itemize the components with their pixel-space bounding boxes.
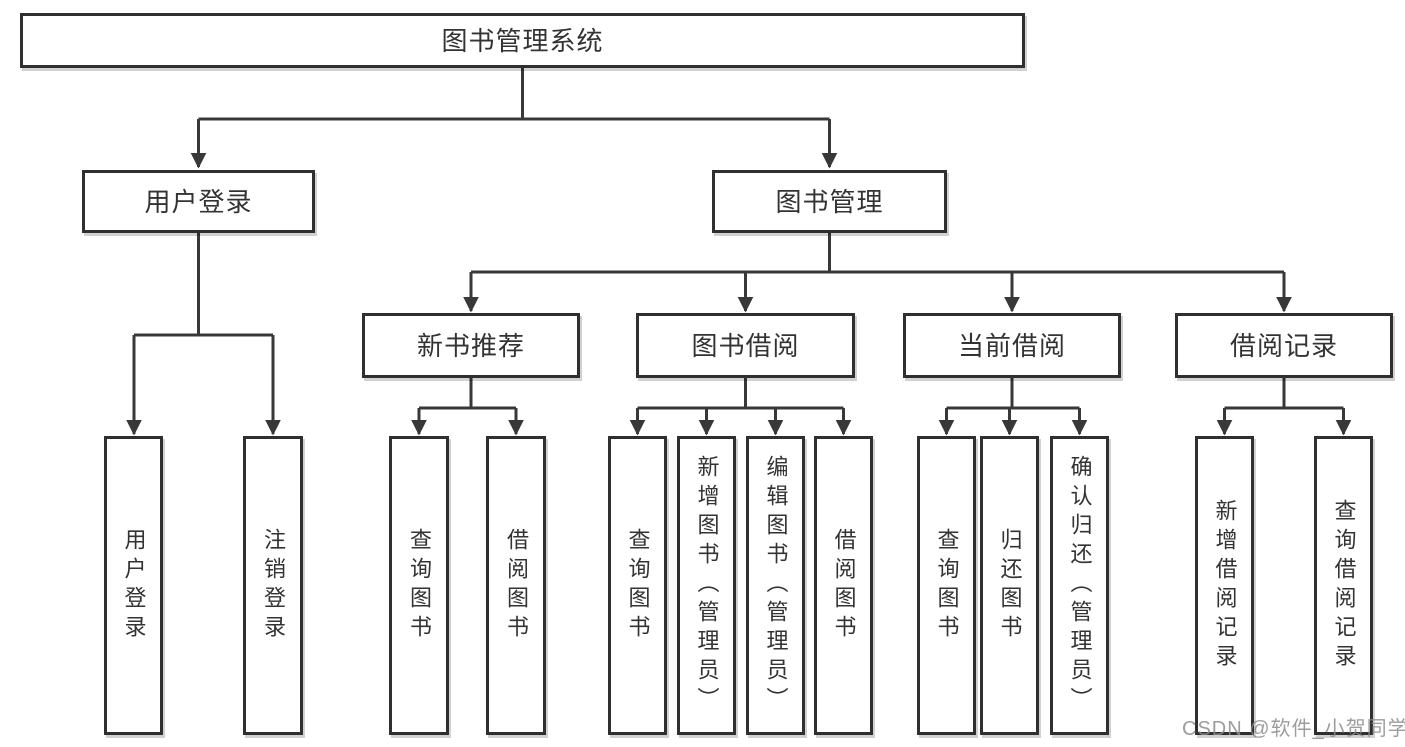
leaf-query-borrow-record-label: 查询借阅记录 (1331, 498, 1357, 673)
leaf-edit-book-admin: 编辑图书（管理员） (746, 436, 805, 735)
leaf-logout: 注销登录 (243, 436, 303, 735)
node-book-management: 图书管理 (712, 170, 947, 233)
leaf-edit-book-admin-label: 编辑图书（管理员） (763, 455, 789, 716)
node-book-borrow: 图书借阅 (636, 313, 855, 378)
leaf-query-book-recommend: 查询图书 (389, 436, 449, 735)
node-user-login-label: 用户登录 (144, 186, 253, 217)
watermark: CSDN @软件_小贺同学 (1182, 718, 1405, 740)
leaf-return-book: 归还图书 (980, 436, 1039, 735)
leaf-add-book-admin: 新增图书（管理员） (677, 436, 736, 735)
leaf-user-login: 用户登录 (104, 436, 163, 735)
leaf-user-login-label: 用户登录 (121, 527, 147, 644)
node-current-borrow: 当前借阅 (903, 313, 1121, 378)
node-current-borrow-label: 当前借阅 (957, 330, 1066, 361)
leaf-query-borrow-record: 查询借阅记录 (1314, 436, 1373, 735)
leaf-borrow-book-recommend: 借阅图书 (486, 436, 546, 735)
leaf-return-book-label: 归还图书 (997, 527, 1023, 644)
leaf-borrow-book-recommend-label: 借阅图书 (504, 527, 529, 644)
node-user-login: 用户登录 (82, 170, 315, 233)
node-book-borrow-label: 图书借阅 (691, 330, 800, 361)
leaf-query-book-borrow-label: 查询图书 (625, 527, 651, 644)
node-root-label: 图书管理系统 (441, 25, 604, 56)
leaf-add-book-admin-label: 新增图书（管理员） (694, 455, 720, 716)
node-book-management-label: 图书管理 (775, 186, 884, 217)
leaf-query-book-current-label: 查询图书 (934, 527, 960, 644)
leaf-add-borrow-record: 新增借阅记录 (1195, 436, 1254, 735)
node-new-book-recommend: 新书推荐 (362, 313, 580, 378)
leaf-confirm-return-admin: 确认归还（管理员） (1050, 436, 1109, 735)
leaf-query-book-current: 查询图书 (917, 436, 976, 735)
leaf-query-book-borrow: 查询图书 (608, 436, 667, 735)
leaf-borrow-book-label: 借阅图书 (831, 527, 857, 644)
node-borrow-record: 借阅记录 (1175, 313, 1393, 378)
leaf-add-borrow-record-label: 新增借阅记录 (1212, 498, 1238, 673)
node-new-book-recommend-label: 新书推荐 (416, 330, 525, 361)
node-root: 图书管理系统 (20, 13, 1025, 68)
leaf-confirm-return-admin-label: 确认归还（管理员） (1067, 455, 1093, 716)
node-borrow-record-label: 借阅记录 (1229, 330, 1338, 361)
leaf-query-book-recommend-label: 查询图书 (407, 527, 432, 644)
leaf-logout-label: 注销登录 (261, 527, 286, 644)
leaf-borrow-book: 借阅图书 (814, 436, 873, 735)
